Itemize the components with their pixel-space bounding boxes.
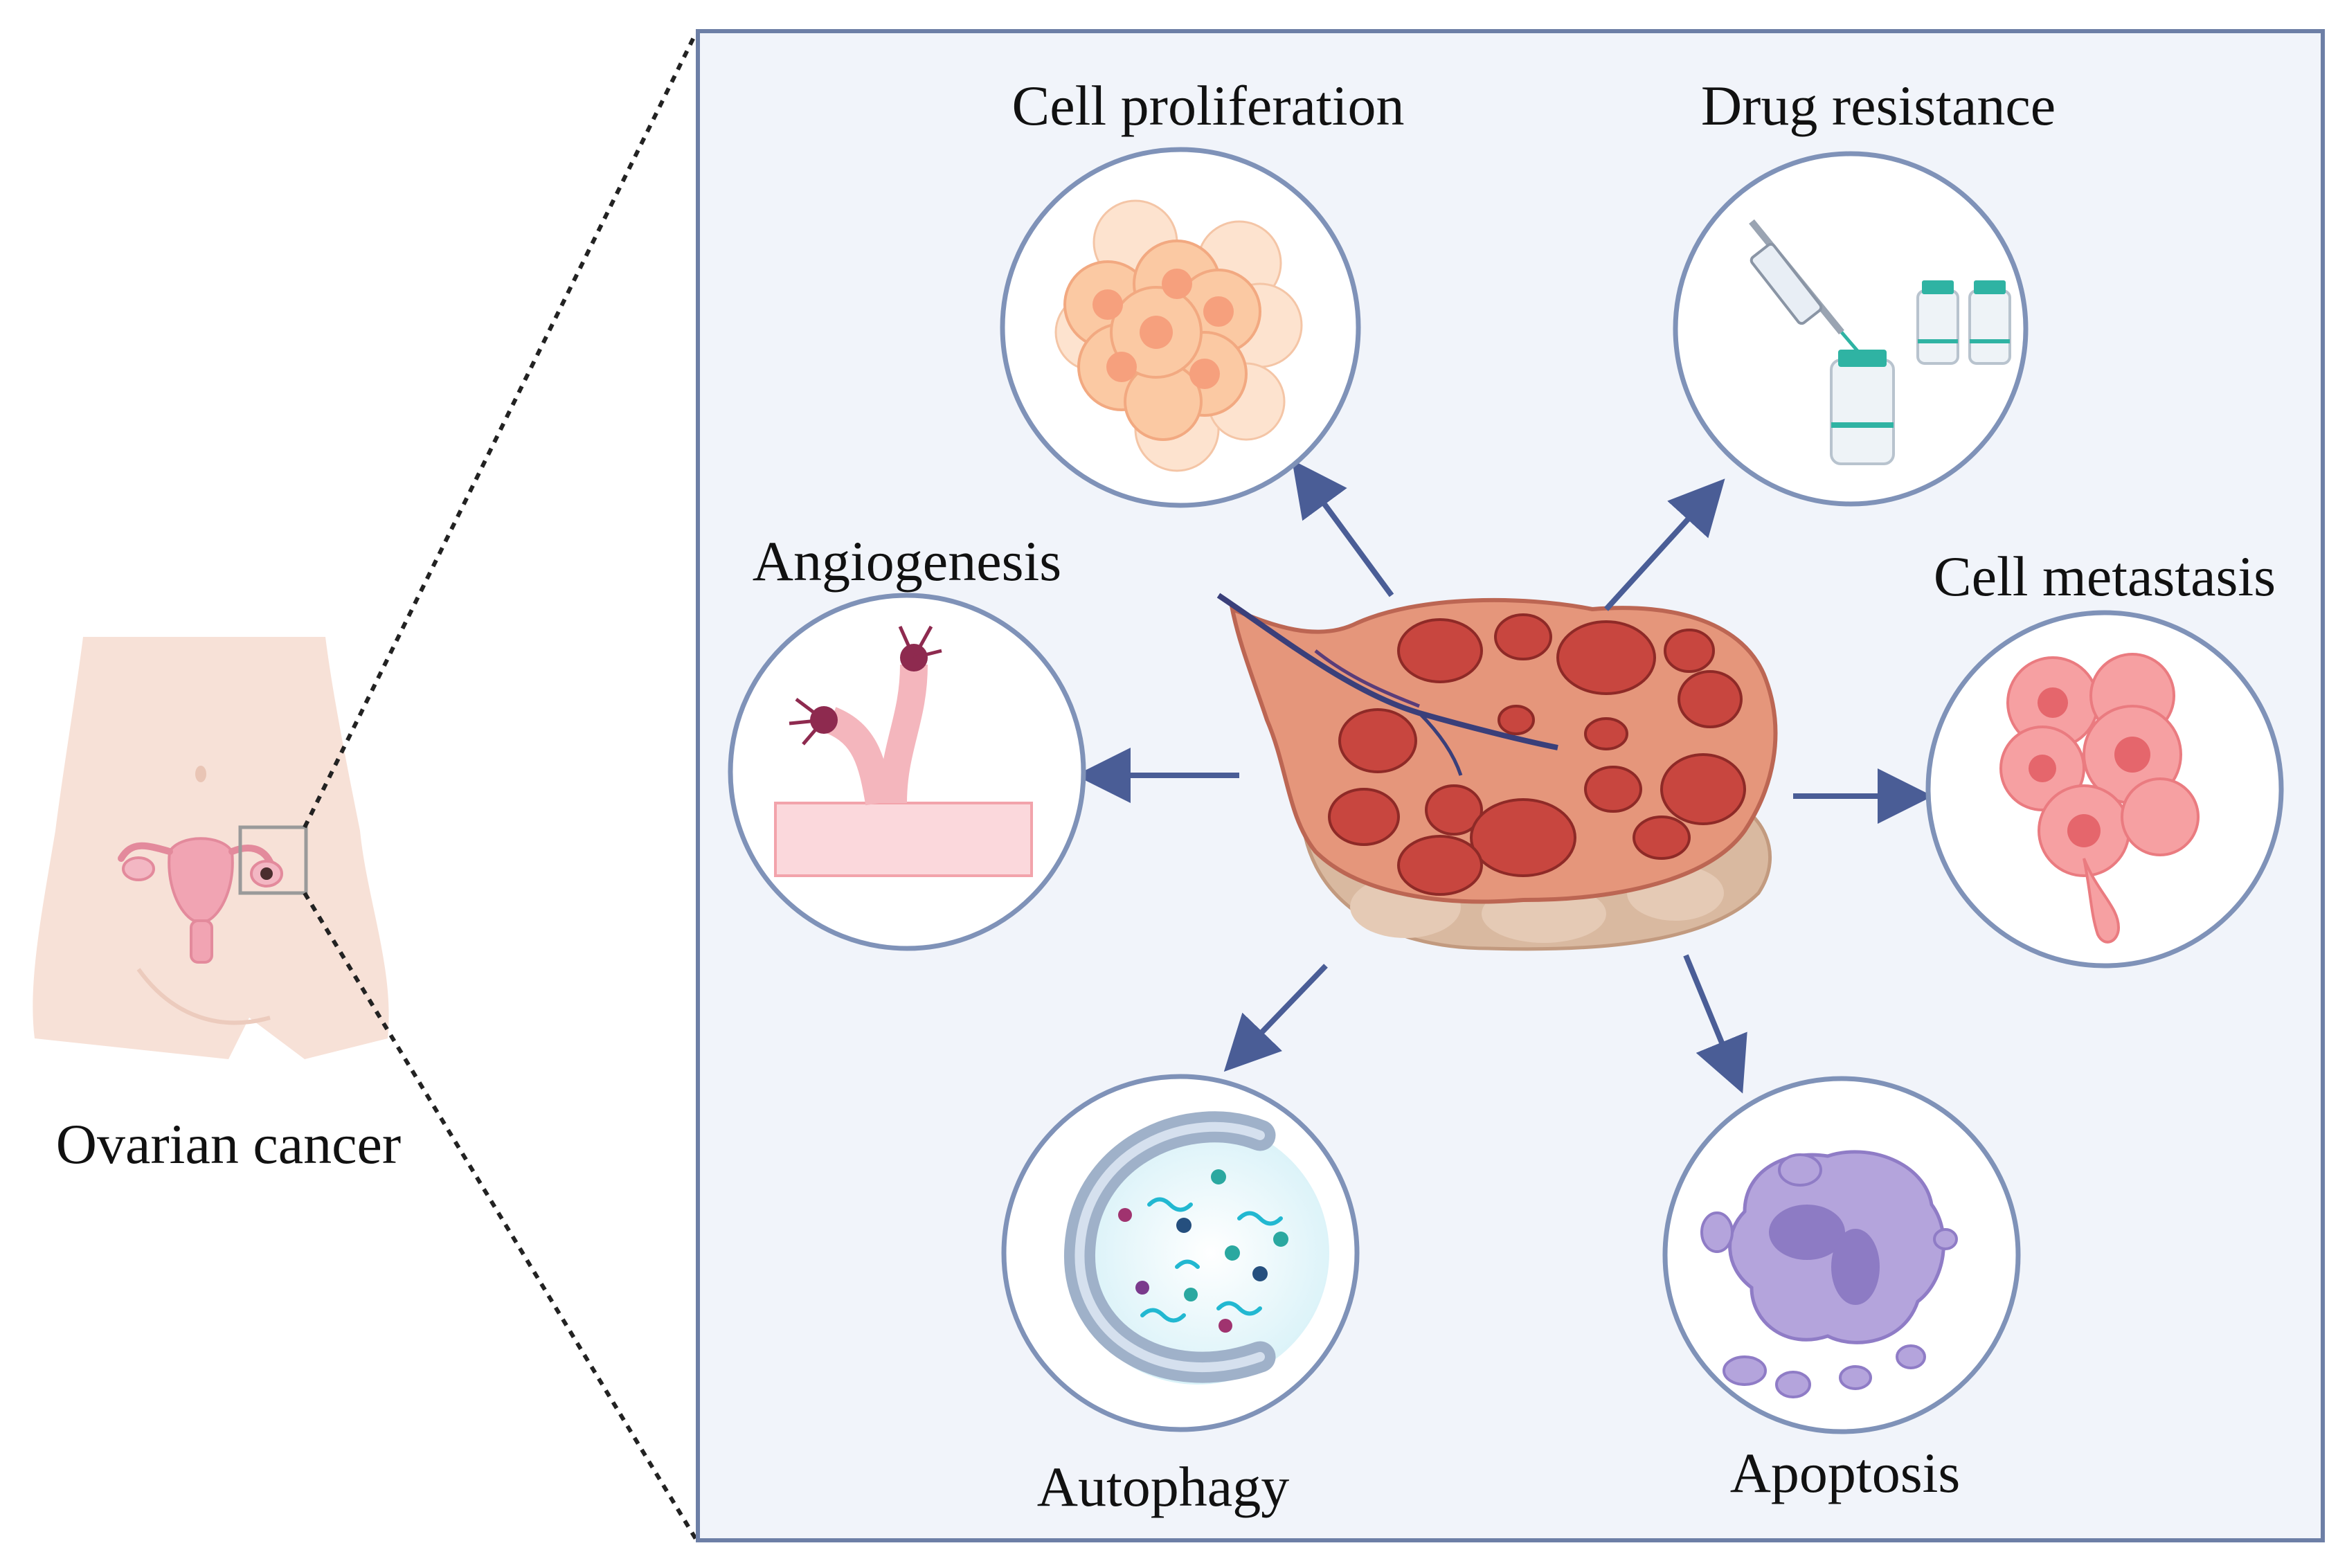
zoom-box	[238, 825, 308, 895]
zoom-line-top	[303, 32, 698, 829]
apoptosis-node: Apoptosis	[1662, 1076, 2021, 1504]
ovary-tumor-icon	[1216, 593, 1778, 951]
female-torso-icon	[33, 637, 389, 1059]
metastatic-cells-icon	[1999, 653, 2200, 944]
arrow-to-autophagy	[1223, 964, 1328, 1072]
angio-label: Angiogenesis	[753, 530, 1061, 593]
autophagosome-icon	[1064, 1111, 1329, 1385]
blood-vessel-sprout-icon	[774, 625, 1033, 877]
metastasis-node: Cell metastasis	[1925, 545, 2284, 968]
apoptotic-cell-icon	[1700, 1150, 1958, 1398]
drug-circle	[1673, 151, 2029, 507]
zoom-line-bottom	[303, 892, 698, 1540]
cell-cluster-icon	[1054, 199, 1303, 472]
arrow-to-drug	[1604, 478, 1725, 611]
drug-node: Drug resistance	[1673, 74, 2056, 507]
angio-node: Angiogenesis	[728, 530, 1086, 951]
proliferation-label: Cell proliferation	[1012, 74, 1405, 137]
arrows	[1075, 460, 1933, 1094]
autophagy-label: Autophagy	[1037, 1455, 1289, 1518]
drug-label: Drug resistance	[1701, 74, 2056, 137]
proliferation-node: Cell proliferation	[1000, 74, 1405, 508]
apoptosis-label: Apoptosis	[1730, 1441, 1961, 1504]
syringe-vials-icon	[1749, 219, 2011, 465]
arrow-to-proliferation	[1292, 460, 1394, 597]
uterus-icon	[118, 837, 283, 964]
autophagy-node: Autophagy	[1001, 1074, 1360, 1518]
metastasis-label: Cell metastasis	[1934, 545, 2276, 608]
left-label: Ovarian cancer	[56, 1112, 402, 1175]
arrow-to-apoptosis	[1683, 954, 1747, 1094]
